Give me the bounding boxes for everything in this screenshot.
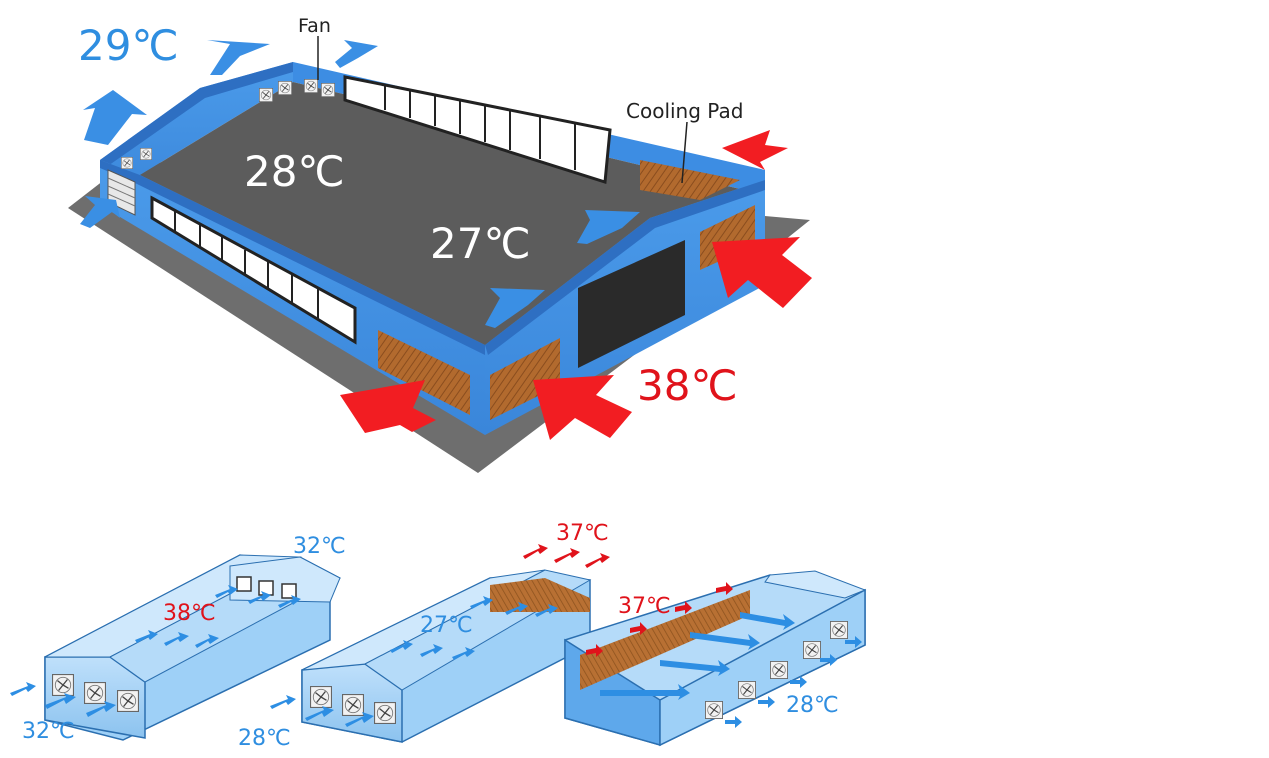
left-gable-top [100, 62, 293, 168]
left-temp-top: 32℃ [293, 534, 346, 559]
left-temp-bottom: 32℃ [22, 719, 75, 744]
left-temp-inside: 38℃ [163, 601, 216, 626]
back-window-strip [343, 75, 612, 184]
blue-arrow-icon [83, 90, 147, 145]
right-temp-pad: 37℃ [618, 594, 671, 619]
fan-icon [374, 702, 396, 724]
blue-arrow-icon [305, 706, 334, 721]
blue-arrow-icon [690, 632, 760, 650]
blue-arrow-icon [535, 604, 558, 617]
temp-outside-label: 38℃ [637, 361, 738, 410]
fan-icon [259, 87, 273, 103]
large-door [578, 240, 685, 368]
blue-arrow-icon [390, 640, 413, 653]
right-temp-bottom: 28℃ [786, 693, 839, 718]
red-arrow-icon [716, 582, 733, 595]
blue-arrow-icon [725, 716, 742, 728]
left-gable-wall [100, 62, 293, 205]
blue-arrow-icon [270, 695, 296, 709]
blue-arrow-icon [577, 210, 640, 244]
blue-arrow-icon [164, 632, 189, 646]
fan-icon [304, 78, 318, 94]
cooling-pad-right [580, 590, 750, 690]
fan-icon [310, 686, 332, 708]
small-greenhouse-right: 37℃ 28℃ [564, 570, 867, 747]
red-arrow-icon [340, 380, 436, 433]
blue-arrow-icon [485, 288, 545, 328]
red-arrow-icon [630, 622, 647, 635]
blue-arrow-icon [335, 40, 378, 68]
fan-icon [84, 682, 106, 704]
blue-arrow-icon [80, 196, 120, 228]
temp-inside-front-label: 27℃ [430, 219, 531, 268]
fan-icon [803, 640, 821, 660]
main-greenhouse: Fan Cooling Pad 29℃ 28℃ 27℃ 38℃ [68, 15, 812, 473]
blue-arrow-icon [10, 682, 36, 696]
fan-icon [121, 156, 133, 170]
fan-icon [140, 147, 152, 161]
blue-arrow-icon [505, 602, 528, 615]
cooling-pad-leader-line [681, 121, 688, 184]
blue-arrow-icon [207, 40, 270, 75]
red-arrow-icon [533, 375, 632, 440]
fan-icon [342, 694, 364, 716]
front-window-strip [150, 195, 357, 345]
blue-arrow-icon [740, 612, 795, 630]
blue-arrow-icon [345, 712, 374, 727]
front-wall-edge [100, 160, 485, 355]
fan-label: Fan [298, 15, 331, 37]
middle-temp-inside: 27℃ [420, 613, 473, 638]
fan-icon [830, 620, 848, 640]
cooling-pad-right-1 [490, 338, 560, 420]
cooling-pad-right-2 [700, 205, 755, 270]
blue-arrow-icon [135, 630, 158, 643]
red-arrow-icon [722, 130, 788, 170]
fan-icon [278, 80, 292, 96]
blue-arrow-icon [790, 676, 807, 688]
blue-arrow-icon [660, 660, 730, 676]
red-arrow-icon [523, 544, 548, 559]
red-arrow-icon [675, 601, 692, 614]
blue-arrow-icon [420, 644, 443, 657]
fan-icon [770, 660, 788, 680]
middle-temp-top: 37℃ [556, 521, 609, 546]
blue-arrow-icon [215, 585, 238, 598]
cooling-pad-front [378, 330, 470, 415]
small-greenhouse-middle: 37℃ 27℃ 28℃ [238, 521, 610, 751]
blue-arrow-icon [470, 596, 493, 609]
fan-icon [738, 680, 756, 700]
red-arrow-icon [585, 553, 610, 568]
temp-exhaust-label: 29℃ [78, 21, 179, 70]
fan-icon [705, 700, 723, 720]
blue-arrow-icon [845, 636, 862, 648]
middle-temp-bottom: 28℃ [238, 726, 291, 751]
cooling-pad-back [640, 160, 740, 200]
small-greenhouse-left: 32℃ 38℃ 32℃ [10, 534, 346, 744]
red-arrow-icon [554, 548, 580, 563]
fan-icon [321, 82, 335, 98]
blue-arrow-icon [86, 701, 116, 717]
blue-arrow-icon [820, 654, 837, 666]
cooling-pad-label: Cooling Pad [626, 99, 743, 123]
cooling-pad-mid [490, 578, 590, 612]
blue-arrow-icon [248, 591, 271, 604]
right-gable-edge [485, 180, 765, 355]
roof-surface [140, 82, 765, 350]
blue-arrow-icon [45, 693, 76, 709]
blue-arrow-icon [758, 696, 775, 708]
fan-icon [117, 690, 139, 712]
blue-arrow-icon [195, 634, 219, 648]
red-arrow-icon [586, 644, 603, 657]
blue-arrow-icon [278, 595, 301, 608]
temp-inside-back-label: 28℃ [244, 147, 345, 196]
fan-icon [52, 674, 74, 696]
red-arrow-icon [712, 237, 812, 308]
blue-arrow-icon [452, 647, 475, 660]
blue-arrow-icon [600, 684, 690, 700]
